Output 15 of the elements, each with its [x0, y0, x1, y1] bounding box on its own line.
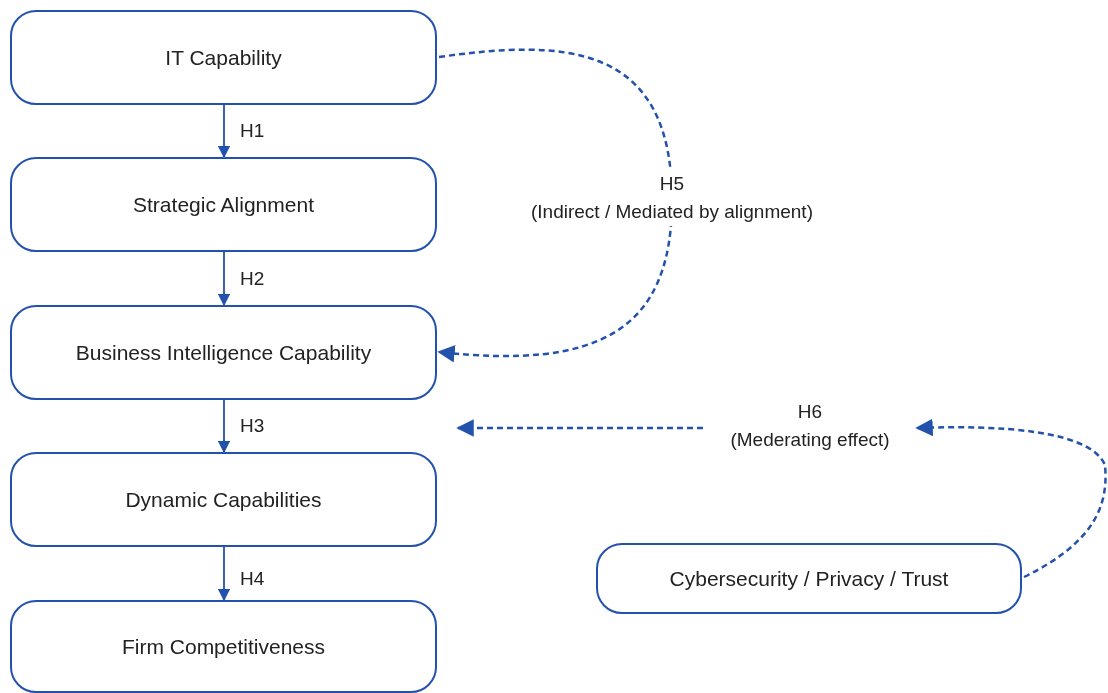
arrow — [217, 104, 231, 159]
dashed-arrow — [456, 419, 703, 437]
process-box: Firm Competitiveness — [10, 600, 437, 693]
process-box: Cybersecurity / Privacy / Trust — [596, 543, 1022, 614]
process-box: Business Intelligence Capability — [10, 305, 437, 400]
dashed-arrow — [437, 48, 674, 363]
arrow — [217, 399, 231, 454]
process-box: Strategic Alignment — [10, 157, 437, 252]
arrow — [217, 251, 231, 307]
annotation-text: H6 (Mederating effect) — [705, 398, 915, 456]
dashed-arrow — [915, 418, 1107, 579]
process-box: Dynamic Capabilities — [10, 452, 437, 547]
process-box: IT Capability — [10, 10, 437, 105]
edge-label: H5 (Indirect / Mediated by alignment) — [531, 170, 813, 226]
arrow — [217, 546, 231, 602]
